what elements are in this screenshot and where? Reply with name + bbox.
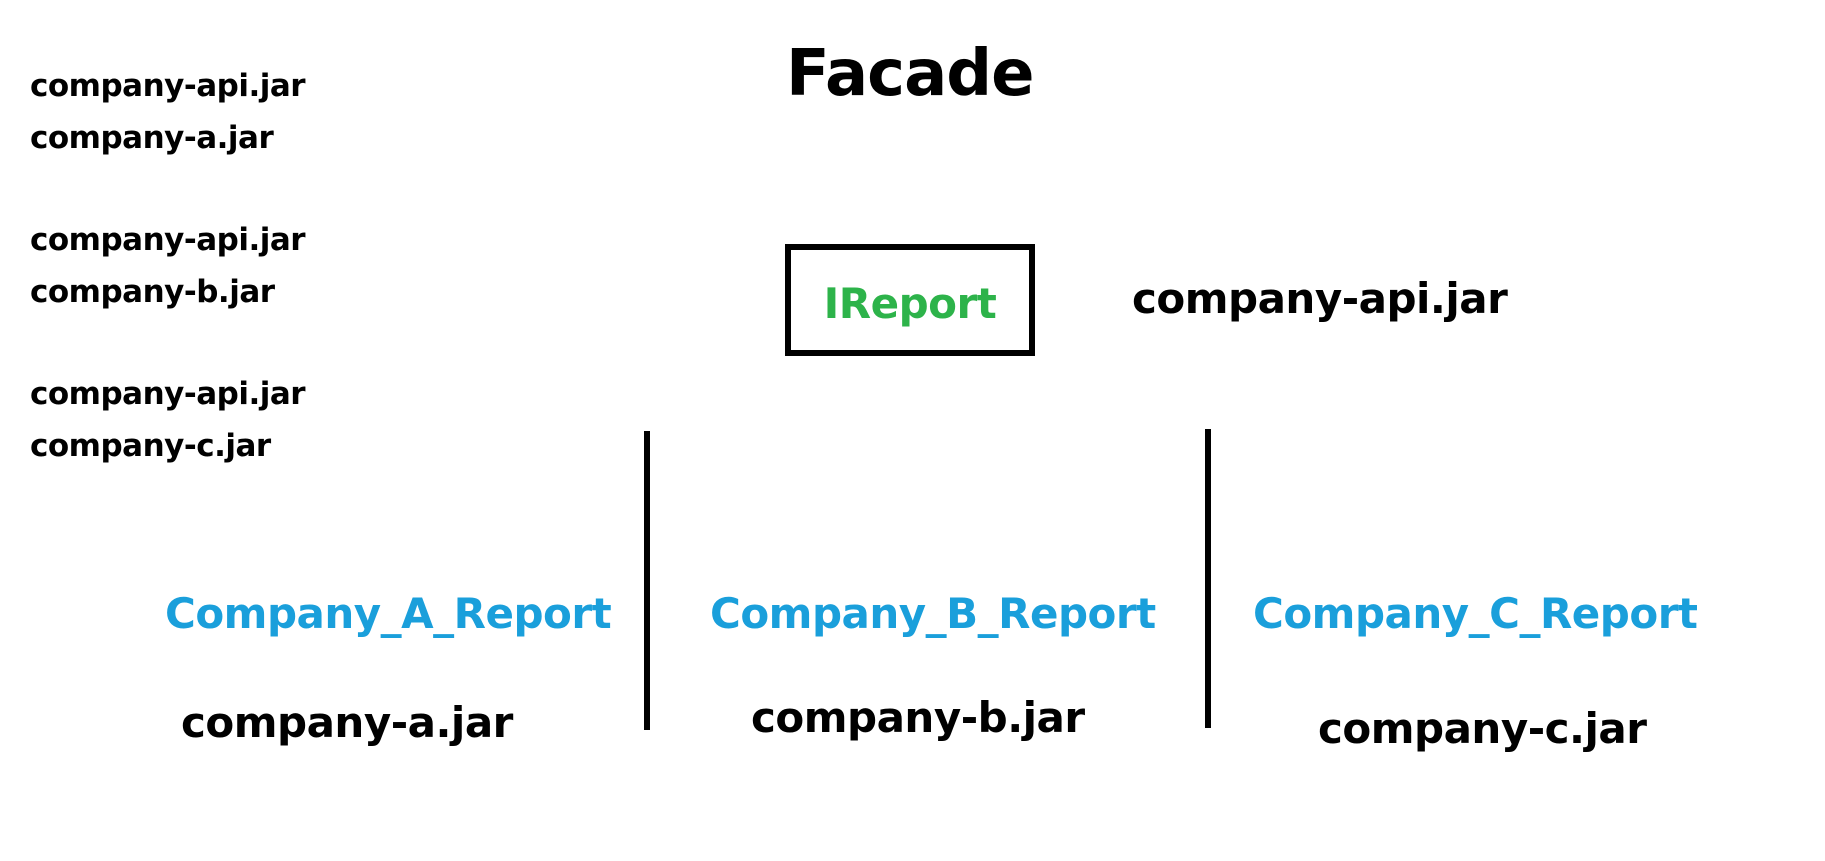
report-jar-a: company-a.jar <box>181 698 513 747</box>
jar-group-b-impl: company-b.jar <box>30 274 275 310</box>
jar-group-a-impl: company-a.jar <box>30 120 274 156</box>
interface-box: IReport <box>785 244 1035 356</box>
jar-group-b: company-api.jar company-b.jar <box>30 214 306 318</box>
report-jar-c: company-c.jar <box>1318 704 1647 753</box>
jar-group-c-api: company-api.jar <box>30 376 306 412</box>
report-jar-b: company-b.jar <box>751 693 1085 742</box>
report-name-b: Company_B_Report <box>710 589 1156 638</box>
jar-group-a-api: company-api.jar <box>30 68 306 104</box>
jar-group-b-api: company-api.jar <box>30 222 306 258</box>
divider-line-right <box>1205 429 1211 728</box>
jar-group-c-impl: company-c.jar <box>30 428 271 464</box>
report-name-a: Company_A_Report <box>165 589 612 638</box>
diagram-title: Facade <box>786 37 1034 111</box>
jar-group-c: company-api.jar company-c.jar <box>30 368 306 472</box>
interface-label: IReport <box>823 279 997 328</box>
jar-group-a: company-api.jar company-a.jar <box>30 60 306 164</box>
interface-jar: company-api.jar <box>1132 274 1508 323</box>
report-name-c: Company_C_Report <box>1253 589 1698 638</box>
divider-line-left <box>644 431 650 730</box>
